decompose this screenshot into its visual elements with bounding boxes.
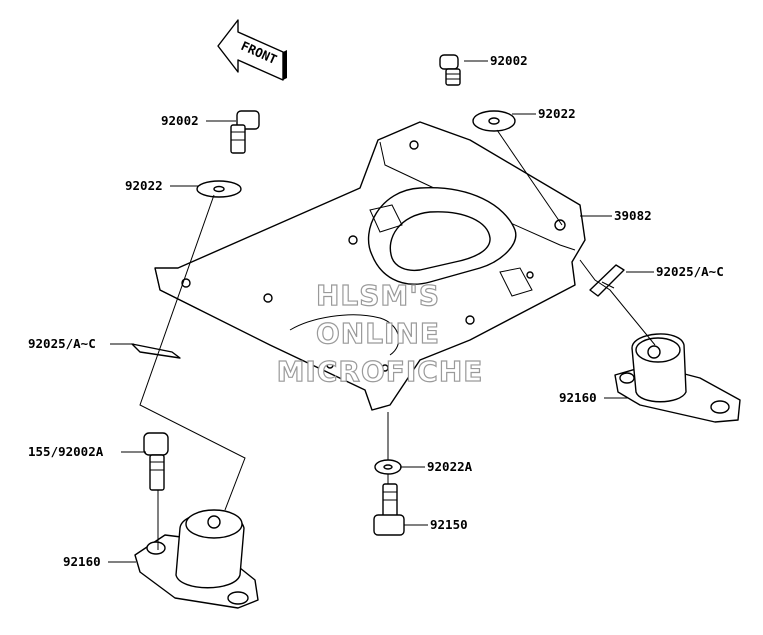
rubber-mount [134, 509, 259, 609]
front-arrow-icon: FRONT [217, 19, 287, 81]
rubber-mount [614, 333, 741, 423]
callout-92002-top: 92002 [490, 53, 528, 68]
callout-92022a: 92022A [427, 459, 473, 474]
callout-92025-left: 92025/A~C [28, 336, 96, 351]
callout-92160-left: 92160 [63, 554, 101, 569]
washer-icon [196, 180, 242, 198]
callout-155-92002a: 155/92002A [28, 444, 104, 459]
clip-icon [131, 343, 181, 359]
assembly-lines [139, 129, 656, 550]
bolt-icon [143, 432, 169, 491]
watermark-line-2: ONLINE [316, 317, 440, 350]
bolt-icon [373, 483, 405, 536]
callout-92022-left: 92022 [125, 178, 163, 193]
engine-mount-plate [154, 121, 586, 411]
callout-labels: 92002 92022 92002 92022 39082 92025/A~C … [28, 53, 724, 569]
callout-92025-right: 92025/A~C [656, 264, 724, 279]
watermark-line-1: HLSM'S [316, 279, 440, 312]
bolt-icon [230, 110, 260, 154]
bolt-icon [439, 54, 461, 86]
clip-icon [589, 264, 625, 297]
washer-icon [374, 459, 402, 475]
callout-39082: 39082 [614, 208, 652, 223]
washer-icon [472, 110, 516, 132]
callout-92022-top: 92022 [538, 106, 576, 121]
callout-92150: 92150 [430, 517, 468, 532]
callout-92160-right: 92160 [559, 390, 597, 405]
callout-leaders [108, 60, 654, 563]
watermark-line-3: MICROFICHE [277, 355, 484, 388]
callout-92002-left: 92002 [161, 113, 199, 128]
watermark: HLSM'S ONLINE MICROFICHE [276, 278, 484, 388]
